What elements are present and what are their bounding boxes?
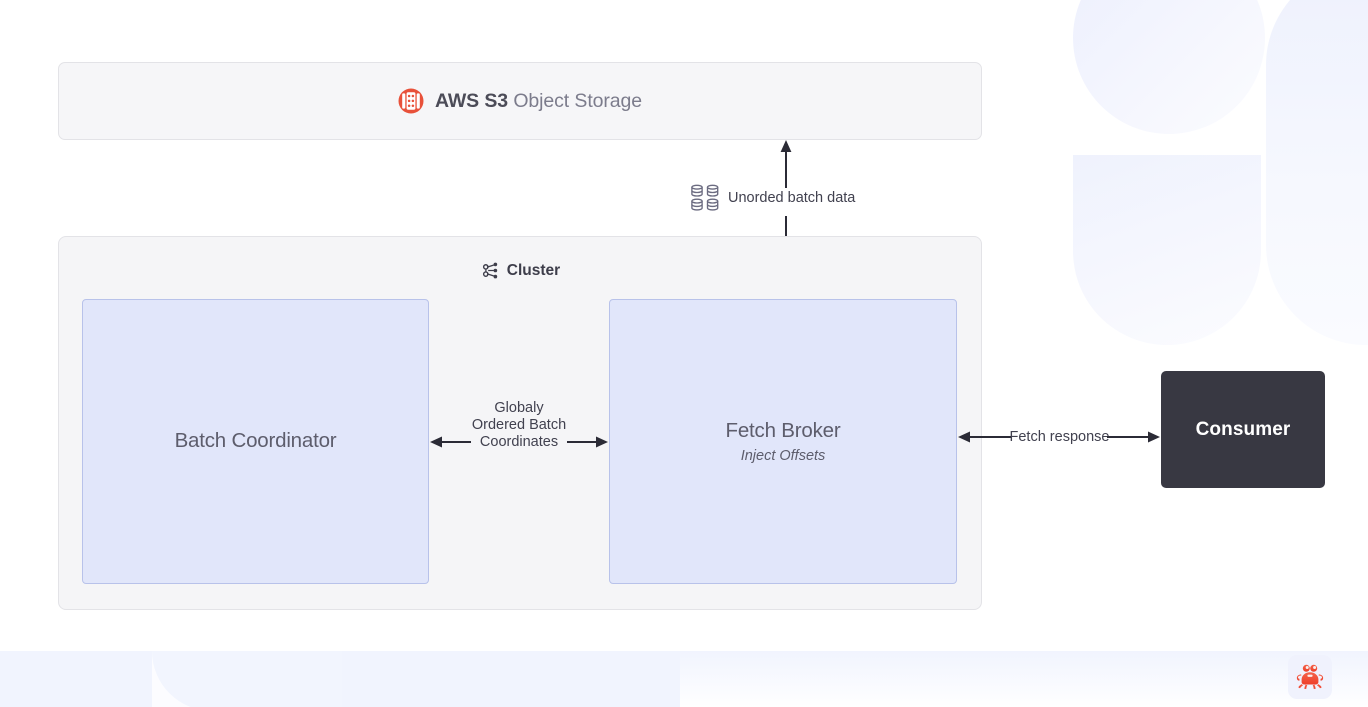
node-batch-coordinator[interactable]: Batch Coordinator <box>82 299 429 584</box>
aws-s3-title-strong: AWS S3 <box>434 89 509 112</box>
storage-link-text: Unorded batch data <box>728 190 856 206</box>
coordinator-broker-label-line2: Ordered Batch <box>471 417 567 433</box>
fetch-response-label: Fetch response <box>1009 429 1110 445</box>
arrow-left-to-broker <box>958 431 1011 443</box>
broker-consumer-connector: Fetch response <box>957 418 1162 454</box>
arrow-right-to-broker <box>567 436 608 448</box>
node-fetch-broker[interactable]: Fetch Broker Inject Offsets <box>609 299 957 584</box>
database-grid-icon <box>691 184 719 211</box>
crab-logo-icon <box>1296 664 1324 689</box>
cluster-header: Cluster <box>59 261 981 280</box>
node-batch-coordinator-title: Batch Coordinator <box>174 429 337 453</box>
aws-s3-title-light: Object Storage <box>513 89 643 112</box>
aws-s3-panel: AWS S3 Object Storage <box>58 62 982 140</box>
coordinator-broker-label-line1: Globaly <box>494 400 544 416</box>
node-fetch-broker-subtitle: Inject Offsets <box>740 448 826 465</box>
storage-link-label: Unorded batch data <box>690 182 855 214</box>
cluster-label: Cluster <box>506 261 561 279</box>
aws-s3-icon <box>398 88 424 114</box>
crab-logo-badge[interactable] <box>1288 655 1332 699</box>
node-consumer-label: Consumer <box>1195 418 1291 440</box>
arrow-left-to-coordinator <box>430 436 471 448</box>
cluster-nodes-icon <box>482 262 497 279</box>
node-fetch-broker-title: Fetch Broker <box>725 418 841 442</box>
aws-s3-title: AWS S3 Object Storage <box>435 90 642 113</box>
coordinator-broker-label-line3: Coordinates <box>479 434 559 450</box>
coordinator-broker-connector: Globaly Ordered Batch Coordinates <box>429 400 609 485</box>
node-consumer[interactable]: Consumer <box>1161 371 1325 488</box>
coordinator-broker-label: Globaly Ordered Batch Coordinates <box>429 400 609 451</box>
arrow-right-to-consumer <box>1107 431 1160 443</box>
